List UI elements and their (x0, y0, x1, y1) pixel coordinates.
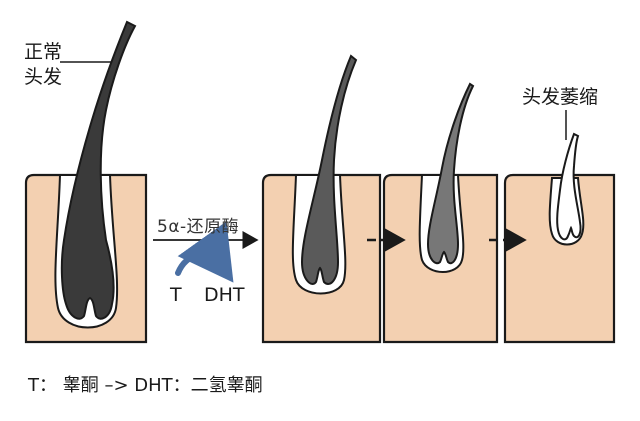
legend: T： 睾酮 –> DHT：二氢睾酮 (28, 371, 263, 397)
hair-shaft-2 (300, 54, 358, 285)
legend-part-2: 二氢睾酮 (190, 375, 263, 396)
t-to-dht-curved-arrow (175, 221, 234, 283)
normal-hair-label: 正常 头发 (24, 40, 62, 90)
skin-block-4 (503, 173, 616, 344)
normal-hair-label-line2: 头发 (24, 66, 63, 88)
legend-part-1: T： 睾酮 –> DHT： (28, 375, 191, 396)
hair-shaft-normal (60, 20, 137, 320)
hair-shaft-3 (426, 82, 475, 265)
miniaturized-hair-label: 头发萎缩 (522, 86, 599, 108)
panel-thinning-2 (367, 82, 499, 344)
testosterone-label: T (170, 284, 182, 306)
dht-label: DHT (204, 284, 245, 306)
panel-thinning-1 (261, 54, 382, 344)
panel-miniaturized (489, 110, 616, 344)
hair-shaft-4 (556, 132, 582, 241)
conversion-arrow-group (153, 221, 259, 283)
panel-normal (24, 20, 148, 344)
enzyme-label: 5α-还原酶 (157, 217, 240, 237)
normal-hair-label-line1: 正常 (24, 41, 63, 63)
